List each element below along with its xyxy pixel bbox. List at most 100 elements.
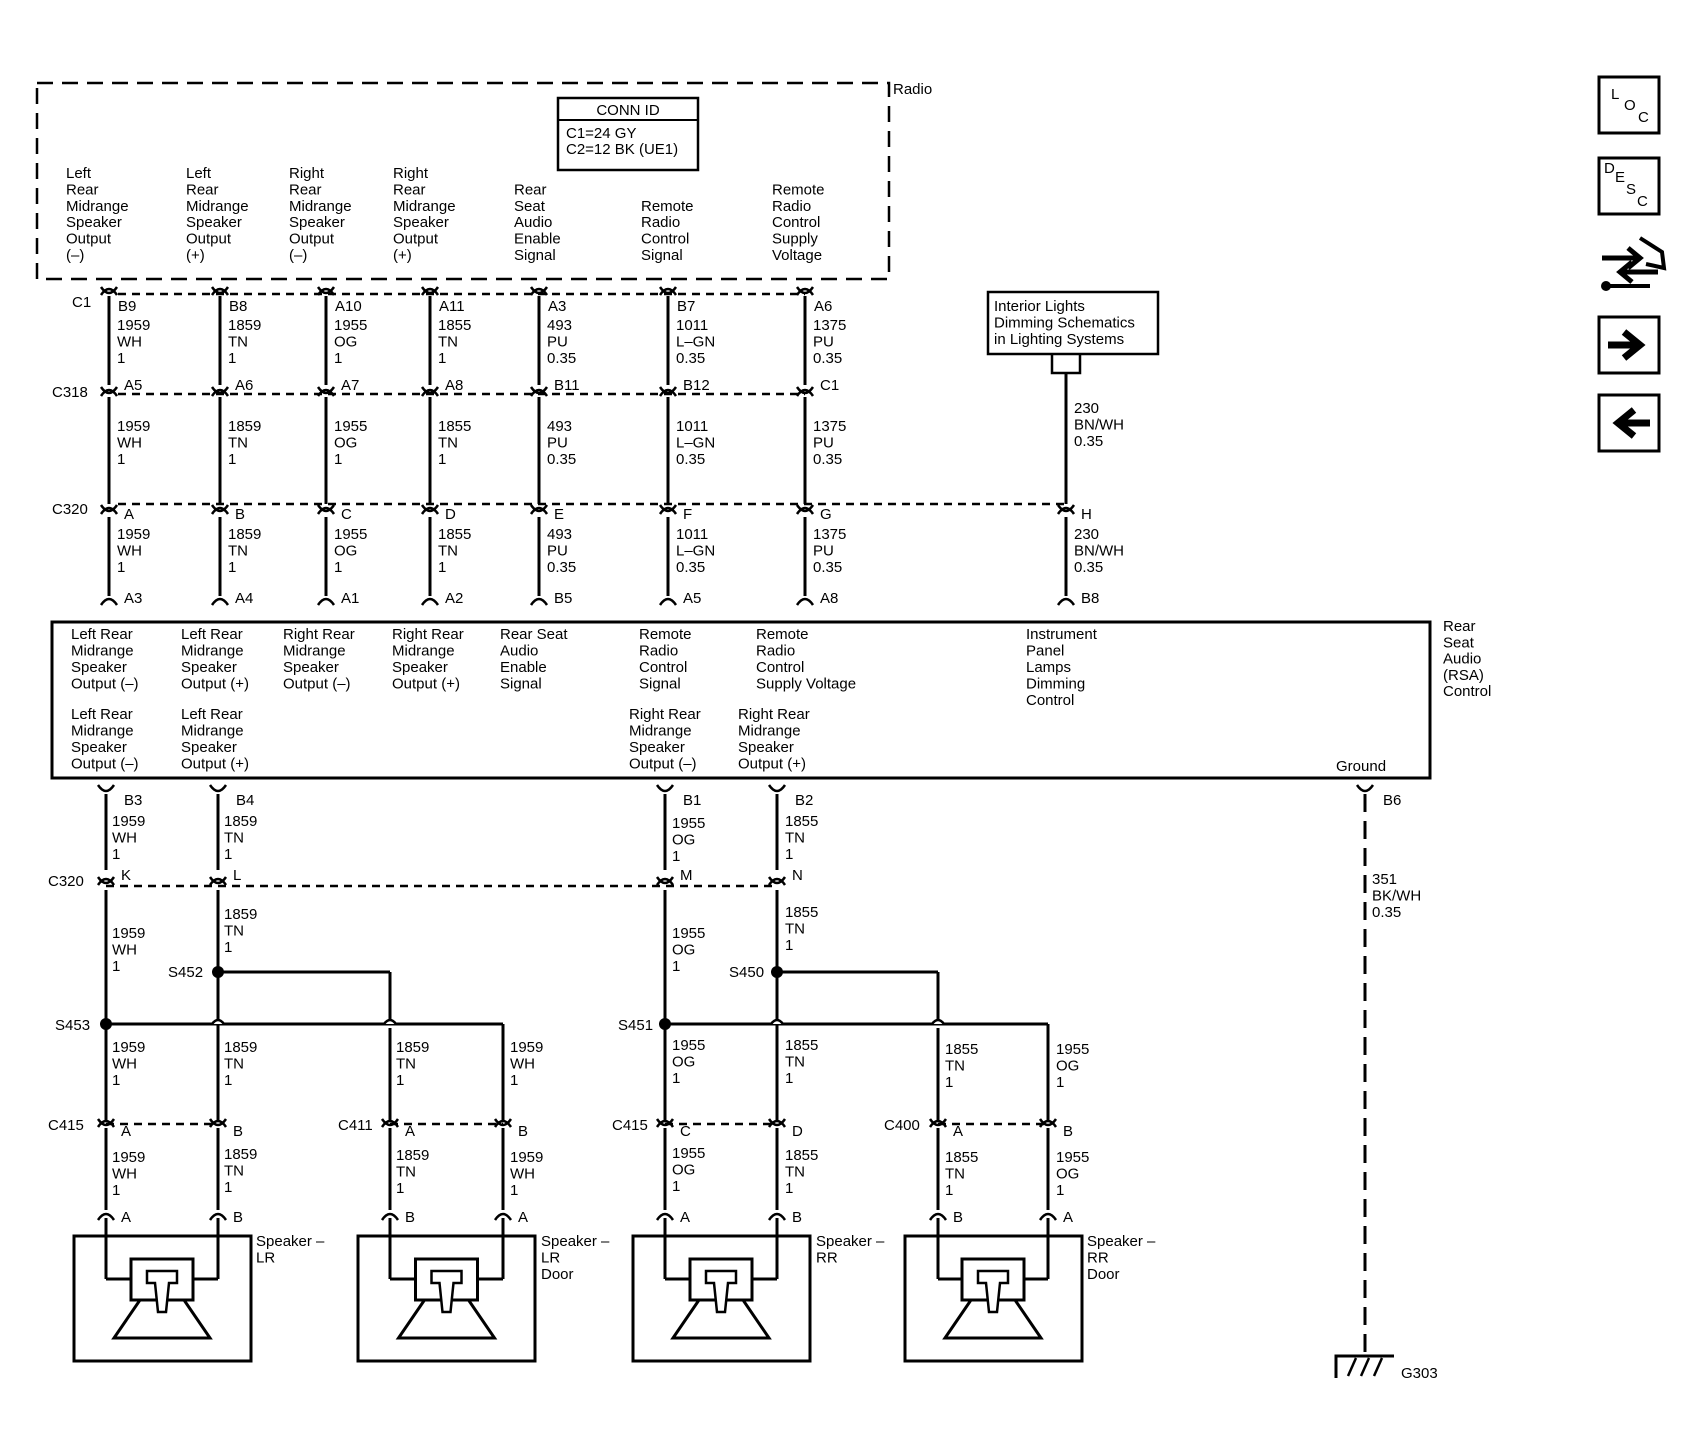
wire-label: WH	[112, 830, 137, 847]
rsa-ground-label: Ground	[1336, 758, 1386, 775]
ground-hatch	[1346, 1357, 1358, 1377]
radio-label: Radio	[893, 81, 932, 98]
radio-pin-label: Midrange	[186, 198, 249, 215]
radio-pin-label: (+)	[186, 247, 205, 264]
radio-pin-label: Speaker	[66, 214, 122, 231]
wire-label: 1955	[672, 925, 705, 942]
wire-label: 1	[672, 1070, 680, 1087]
c1-pin: A11	[439, 298, 465, 315]
connector-c1-name: C1	[72, 294, 91, 311]
speaker-3-box	[903, 1234, 1084, 1363]
loc-button[interactable]: LOC	[1597, 75, 1661, 135]
wire-label: PU	[813, 543, 834, 560]
wire-label: OG	[672, 1162, 695, 1179]
dimming-wire-label: 230	[1074, 400, 1099, 417]
wire-label: 1	[224, 846, 232, 863]
radio-pin-label: Signal	[641, 247, 683, 264]
tools-icon[interactable]	[1601, 236, 1667, 291]
splice-label: S451	[618, 1017, 653, 1034]
rsa-terminal	[658, 597, 678, 606]
wire-label: 1	[228, 350, 236, 367]
speaker-terminal	[493, 1212, 513, 1221]
prev-button[interactable]	[1597, 393, 1661, 453]
next-button[interactable]	[1597, 315, 1661, 375]
speaker-terminal	[928, 1212, 948, 1221]
wire-label: TN	[228, 435, 248, 452]
rsa-pin-label: Supply Voltage	[756, 676, 856, 693]
radio-pin-label: Seat	[514, 198, 546, 215]
door-connector-pin: B	[518, 1123, 528, 1140]
radio-pin-label: Left	[66, 165, 92, 182]
speaker-label: Speaker –	[541, 1233, 610, 1250]
wire-label: 1	[334, 559, 342, 576]
wire-label: 1	[224, 1072, 232, 1089]
c318-pin: A5	[124, 377, 142, 394]
door-connector-pin: C	[680, 1123, 691, 1140]
rsa-pin-label: Signal	[639, 676, 681, 693]
speaker-1-box	[356, 1234, 537, 1363]
radio-pin-label: Output	[289, 231, 335, 248]
rsa-pin-label: Audio	[500, 643, 538, 660]
rsa-pin-label: Right Rear	[392, 626, 464, 643]
rsa-bottom-pin: B3	[124, 792, 142, 809]
wire-label: 1	[334, 451, 342, 468]
connector-terminal	[1038, 1118, 1058, 1127]
wire-label: 1959	[112, 925, 145, 942]
speaker-coil	[704, 1269, 738, 1314]
conn-id-line: C1=24 GY	[566, 125, 636, 142]
rsa-bottom-terminal	[96, 784, 116, 793]
wire-label: 1	[228, 451, 236, 468]
loc-letter: L	[1611, 86, 1619, 103]
rsa-pin: B8	[1081, 590, 1099, 607]
radio-pin-label: Supply	[772, 231, 818, 248]
rsa-bottom-pin: B6	[1383, 792, 1401, 809]
rsa-pin-label: Right Rear	[738, 706, 810, 723]
c320-pin: F	[683, 506, 692, 523]
c320-terminal	[529, 506, 549, 515]
wire-label: 1	[334, 350, 342, 367]
wire-label: 1375	[813, 317, 846, 334]
rsa-pin-label: Speaker	[181, 659, 237, 676]
dimming-ref-line: in Lighting Systems	[994, 331, 1124, 348]
speaker-coil	[430, 1269, 463, 1314]
wire-label: PU	[547, 435, 568, 452]
wire-label: 1	[438, 451, 446, 468]
wire-label: 1	[112, 1072, 120, 1089]
wire-label: TN	[785, 921, 805, 938]
radio-pin-label: Midrange	[66, 198, 129, 215]
rsa-pin-label: Radio	[756, 643, 795, 660]
connector-c320-bottom-name: C320	[48, 873, 84, 890]
radio-pin-label: Audio	[514, 214, 552, 231]
c320-bottom-pin: K	[121, 867, 131, 884]
wire-label: TN	[438, 435, 458, 452]
wire-label: 1375	[813, 418, 846, 435]
speaker-pin: B	[405, 1209, 415, 1226]
wire-crossing	[931, 1018, 945, 1025]
wire-label: 1	[224, 1179, 232, 1196]
rsa-pin-label: Lamps	[1026, 659, 1071, 676]
c320-pin: G	[820, 506, 832, 523]
wire-label: 1859	[228, 317, 261, 334]
rsa-bottom-terminal	[655, 784, 675, 793]
speaker-label: Speaker –	[1087, 1233, 1156, 1250]
wire-label: 1959	[112, 813, 145, 830]
speaker-label: Speaker –	[256, 1233, 325, 1250]
wire-label: 1859	[228, 526, 261, 543]
wire-label: TN	[945, 1166, 965, 1183]
wire-label: 1375	[813, 526, 846, 543]
wire-label: 1	[1056, 1074, 1064, 1091]
wire-label: 1	[396, 1072, 404, 1089]
loc-letter: C	[1638, 109, 1649, 126]
desc-letter: C	[1637, 193, 1648, 210]
radio-pin-label: Output	[393, 231, 439, 248]
wire-label: OG	[334, 334, 357, 351]
connector-terminal	[658, 504, 678, 513]
wire-label: TN	[945, 1058, 965, 1075]
wire-label: 493	[547, 526, 572, 543]
rsa-pin-label: Dimming	[1026, 676, 1085, 693]
radio-pin-label: Rear	[66, 181, 99, 198]
rsa-pin-label: Output (–)	[283, 676, 351, 693]
wire-label: 1959	[117, 317, 150, 334]
connector-terminal	[316, 386, 336, 395]
